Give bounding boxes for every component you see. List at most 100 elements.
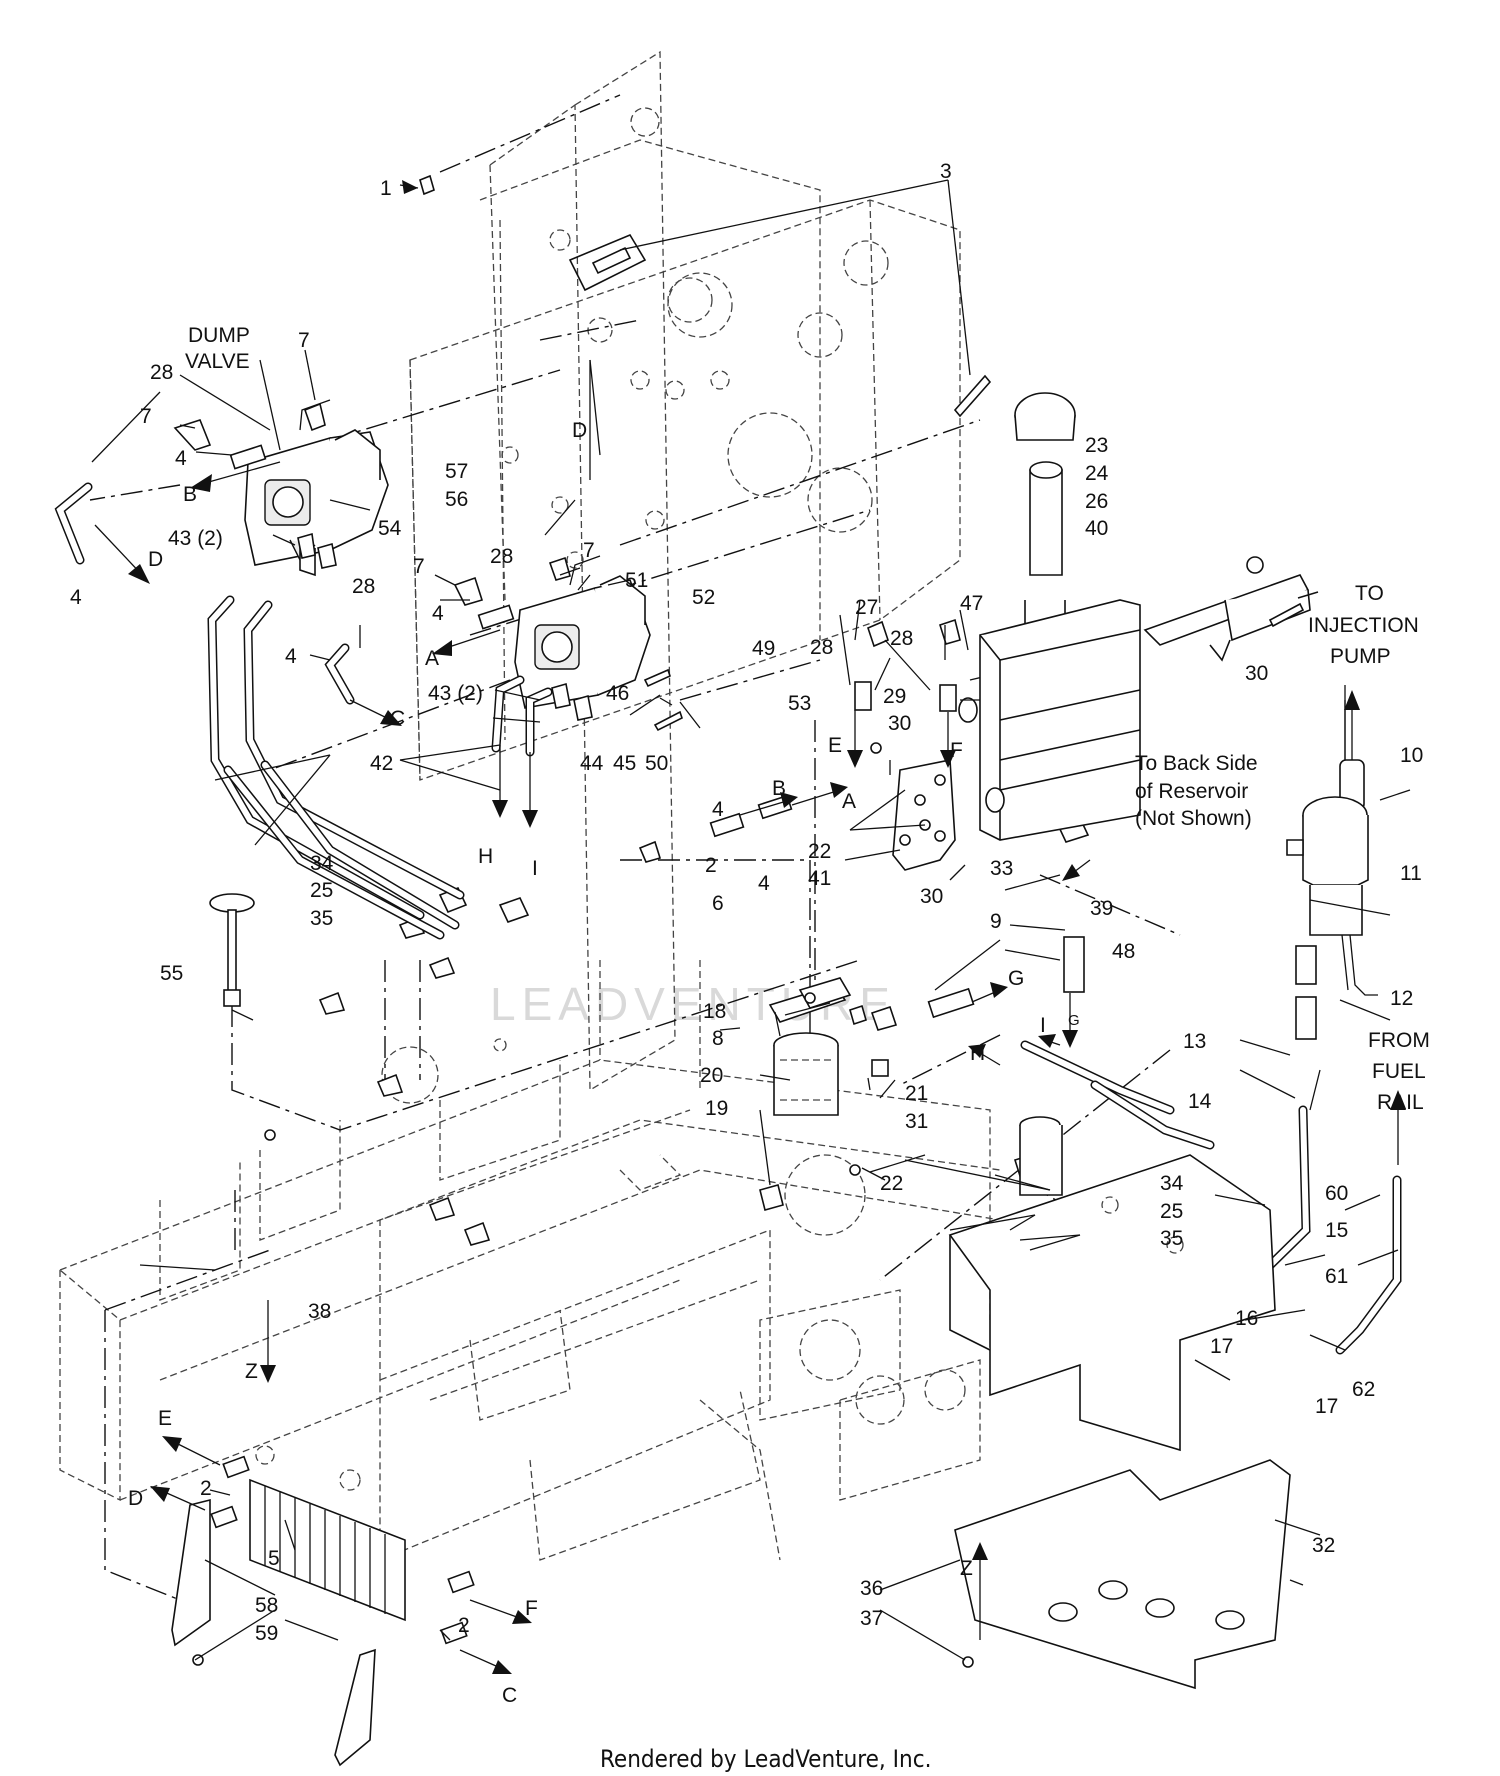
callout-22a: 22 [808, 840, 831, 863]
callout-40: 40 [1085, 517, 1108, 540]
callout-4e: 4 [712, 798, 724, 821]
callout-60: 60 [1325, 1182, 1348, 1205]
callout-2c: 2 [458, 1614, 470, 1637]
callout-2a: 2 [705, 854, 717, 877]
callout-24: 24 [1085, 462, 1109, 485]
fuel-filter [1286, 796, 1378, 996]
bracket-40 [1143, 574, 1319, 662]
callout-4d: 4 [285, 645, 297, 668]
letter-e1: E [828, 734, 842, 757]
callout-7c: 7 [413, 555, 425, 578]
callout-41: 41 [808, 867, 831, 890]
skid-plate [954, 1459, 1291, 1690]
letter-d2: D [148, 548, 163, 571]
callout-54: 54 [378, 517, 402, 540]
hydraulic-pump-upper [244, 399, 389, 577]
callout-34a: 34 [310, 852, 334, 875]
letter-b2: B [772, 777, 786, 800]
callout-36: 36 [860, 1577, 883, 1600]
callout-3: 3 [940, 160, 952, 183]
letter-i2: I [1040, 1014, 1046, 1037]
label-to-3: PUMP [1330, 645, 1391, 668]
callout-28a: 28 [150, 361, 173, 384]
letter-z2: Z [960, 1557, 973, 1580]
callout-5: 5 [268, 1547, 280, 1570]
callout-43a: 43 (2) [168, 527, 223, 550]
letter-c1: C [390, 707, 405, 730]
callout-27: 27 [855, 596, 878, 619]
callout-52: 52 [692, 586, 715, 609]
callout-13: 13 [1183, 1030, 1206, 1053]
letter-g2: G [1068, 1012, 1080, 1029]
callout-4a: 4 [175, 447, 187, 470]
callout-61: 61 [1325, 1265, 1348, 1288]
callout-9: 9 [990, 910, 1002, 933]
letter-h1: H [478, 845, 493, 868]
leader-lines [91, 179, 1411, 1661]
callout-48: 48 [1112, 940, 1135, 963]
letter-f2: F [525, 1597, 538, 1620]
callout-29: 29 [883, 685, 906, 708]
callout-30b: 30 [888, 712, 911, 735]
footer-credit: Rendered by LeadVenture, Inc. [600, 1745, 931, 1773]
callout-4f: 4 [758, 872, 770, 895]
callout-21: 21 [905, 1082, 928, 1105]
callout-47: 47 [960, 592, 983, 615]
callout-30a: 30 [1245, 662, 1268, 685]
callout-16: 16 [1235, 1307, 1258, 1330]
label-dump-2: VALVE [185, 350, 250, 373]
callout-46: 46 [606, 682, 629, 705]
letter-e2: E [158, 1407, 172, 1430]
label-from-3: RAIL [1377, 1091, 1424, 1114]
label-dump-1: DUMP [188, 324, 250, 347]
callout-55: 55 [160, 962, 183, 985]
callout-39: 39 [1090, 897, 1113, 920]
letter-b1: B [183, 483, 197, 506]
callout-20: 20 [700, 1064, 723, 1087]
label-from-1: FROM [1368, 1029, 1430, 1052]
callout-labels: 1 3 DUMP VALVE 7 28 7 4 B D 5 7 56 54 43 … [70, 160, 1430, 1707]
callout-14: 14 [1188, 1090, 1212, 1113]
callout-30c: 30 [920, 885, 943, 908]
letter-a2: A [842, 790, 856, 813]
callout-15: 15 [1325, 1219, 1348, 1242]
letter-d3: D [128, 1487, 143, 1510]
hydraulic-hoses [207, 595, 1402, 1355]
callout-17a: 17 [1210, 1335, 1233, 1358]
dipstick [209, 893, 255, 1007]
callout-28d: 28 [810, 636, 833, 659]
callout-7b: 7 [140, 405, 152, 428]
callout-33: 33 [990, 857, 1013, 880]
fasteners [192, 174, 1305, 1668]
callout-1: 1 [380, 177, 392, 200]
letter-z1: Z [245, 1360, 258, 1383]
callout-44: 44 [580, 752, 604, 775]
callout-53: 53 [788, 692, 811, 715]
filter-assembly [759, 977, 889, 1211]
callout-12: 12 [1390, 987, 1413, 1010]
flow-arrows [94, 180, 1406, 1674]
callout-56: 56 [445, 488, 468, 511]
callout-34b: 34 [1160, 1172, 1184, 1195]
callout-45: 45 [613, 752, 636, 775]
callout-42: 42 [370, 752, 393, 775]
callout-62: 62 [1352, 1378, 1375, 1401]
callout-28c: 28 [352, 575, 375, 598]
letter-g1: G [1008, 967, 1024, 990]
callout-51: 51 [625, 569, 648, 592]
fuel-tank [948, 1116, 1276, 1452]
callout-32: 32 [1312, 1534, 1335, 1557]
callout-49: 49 [752, 637, 775, 660]
callout-38: 38 [308, 1300, 331, 1323]
callout-50: 50 [645, 752, 668, 775]
callout-28e: 28 [890, 627, 913, 650]
callout-2b: 2 [200, 1477, 212, 1500]
label-back-3: (Not Shown) [1135, 807, 1252, 830]
callout-7a: 7 [298, 329, 310, 352]
label-to-2: INJECTION [1308, 614, 1419, 637]
letter-a1: A [425, 647, 439, 670]
letter-f1: F [950, 739, 963, 762]
callout-31: 31 [905, 1110, 928, 1133]
callout-19: 19 [705, 1097, 728, 1120]
